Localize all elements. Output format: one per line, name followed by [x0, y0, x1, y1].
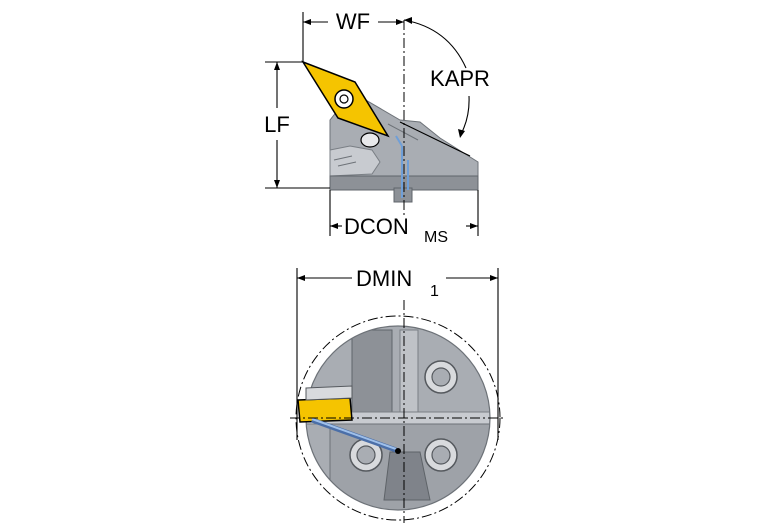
dmin-arrow-right — [490, 275, 498, 281]
insert-front — [297, 397, 353, 423]
dcon-arrow-right — [470, 223, 478, 229]
bolt-hole-bottom-right-icon — [424, 438, 458, 472]
kapr-arrow-top — [404, 17, 412, 24]
kapr-arc — [403, 19, 467, 69]
coolant-channel-side — [395, 135, 409, 198]
insert-screw-hex — [339, 94, 349, 104]
side-view: WF KAPR LF DCON MS — [264, 9, 490, 246]
lf-arrow-bottom — [274, 180, 280, 188]
holder-clamp-side — [329, 145, 381, 177]
kapr-label: KAPR — [430, 66, 490, 91]
dmin-label: DMIN — [356, 266, 412, 291]
dcon-subscript: MS — [424, 229, 448, 246]
wf-arrow-left — [303, 19, 311, 25]
clamp-pin — [360, 132, 380, 148]
lf-label: LF — [264, 112, 290, 137]
insert-seat-front — [305, 385, 353, 401]
kapr-arrow-bottom — [458, 129, 465, 138]
wf-arrow-right — [396, 19, 404, 25]
bolt-hole-bottom-left-icon — [349, 438, 383, 472]
coolant-channel-front-highlight — [311, 418, 397, 450]
dmin-subscript: 1 — [430, 283, 439, 300]
dcon-arrow-left — [330, 223, 338, 229]
front-view: DMIN 1 — [290, 266, 506, 523]
insert-screw-icon — [334, 89, 354, 109]
lf-arrow-top — [274, 62, 280, 70]
dcon-label: DCON — [344, 214, 409, 239]
holder-rib — [333, 123, 419, 167]
coolant-outlet — [395, 448, 401, 454]
bolt-hole-top-right-icon — [424, 360, 458, 394]
dmin-arrow-left — [297, 275, 305, 281]
kapr-ext — [399, 121, 471, 157]
wf-label: WF — [336, 9, 370, 34]
